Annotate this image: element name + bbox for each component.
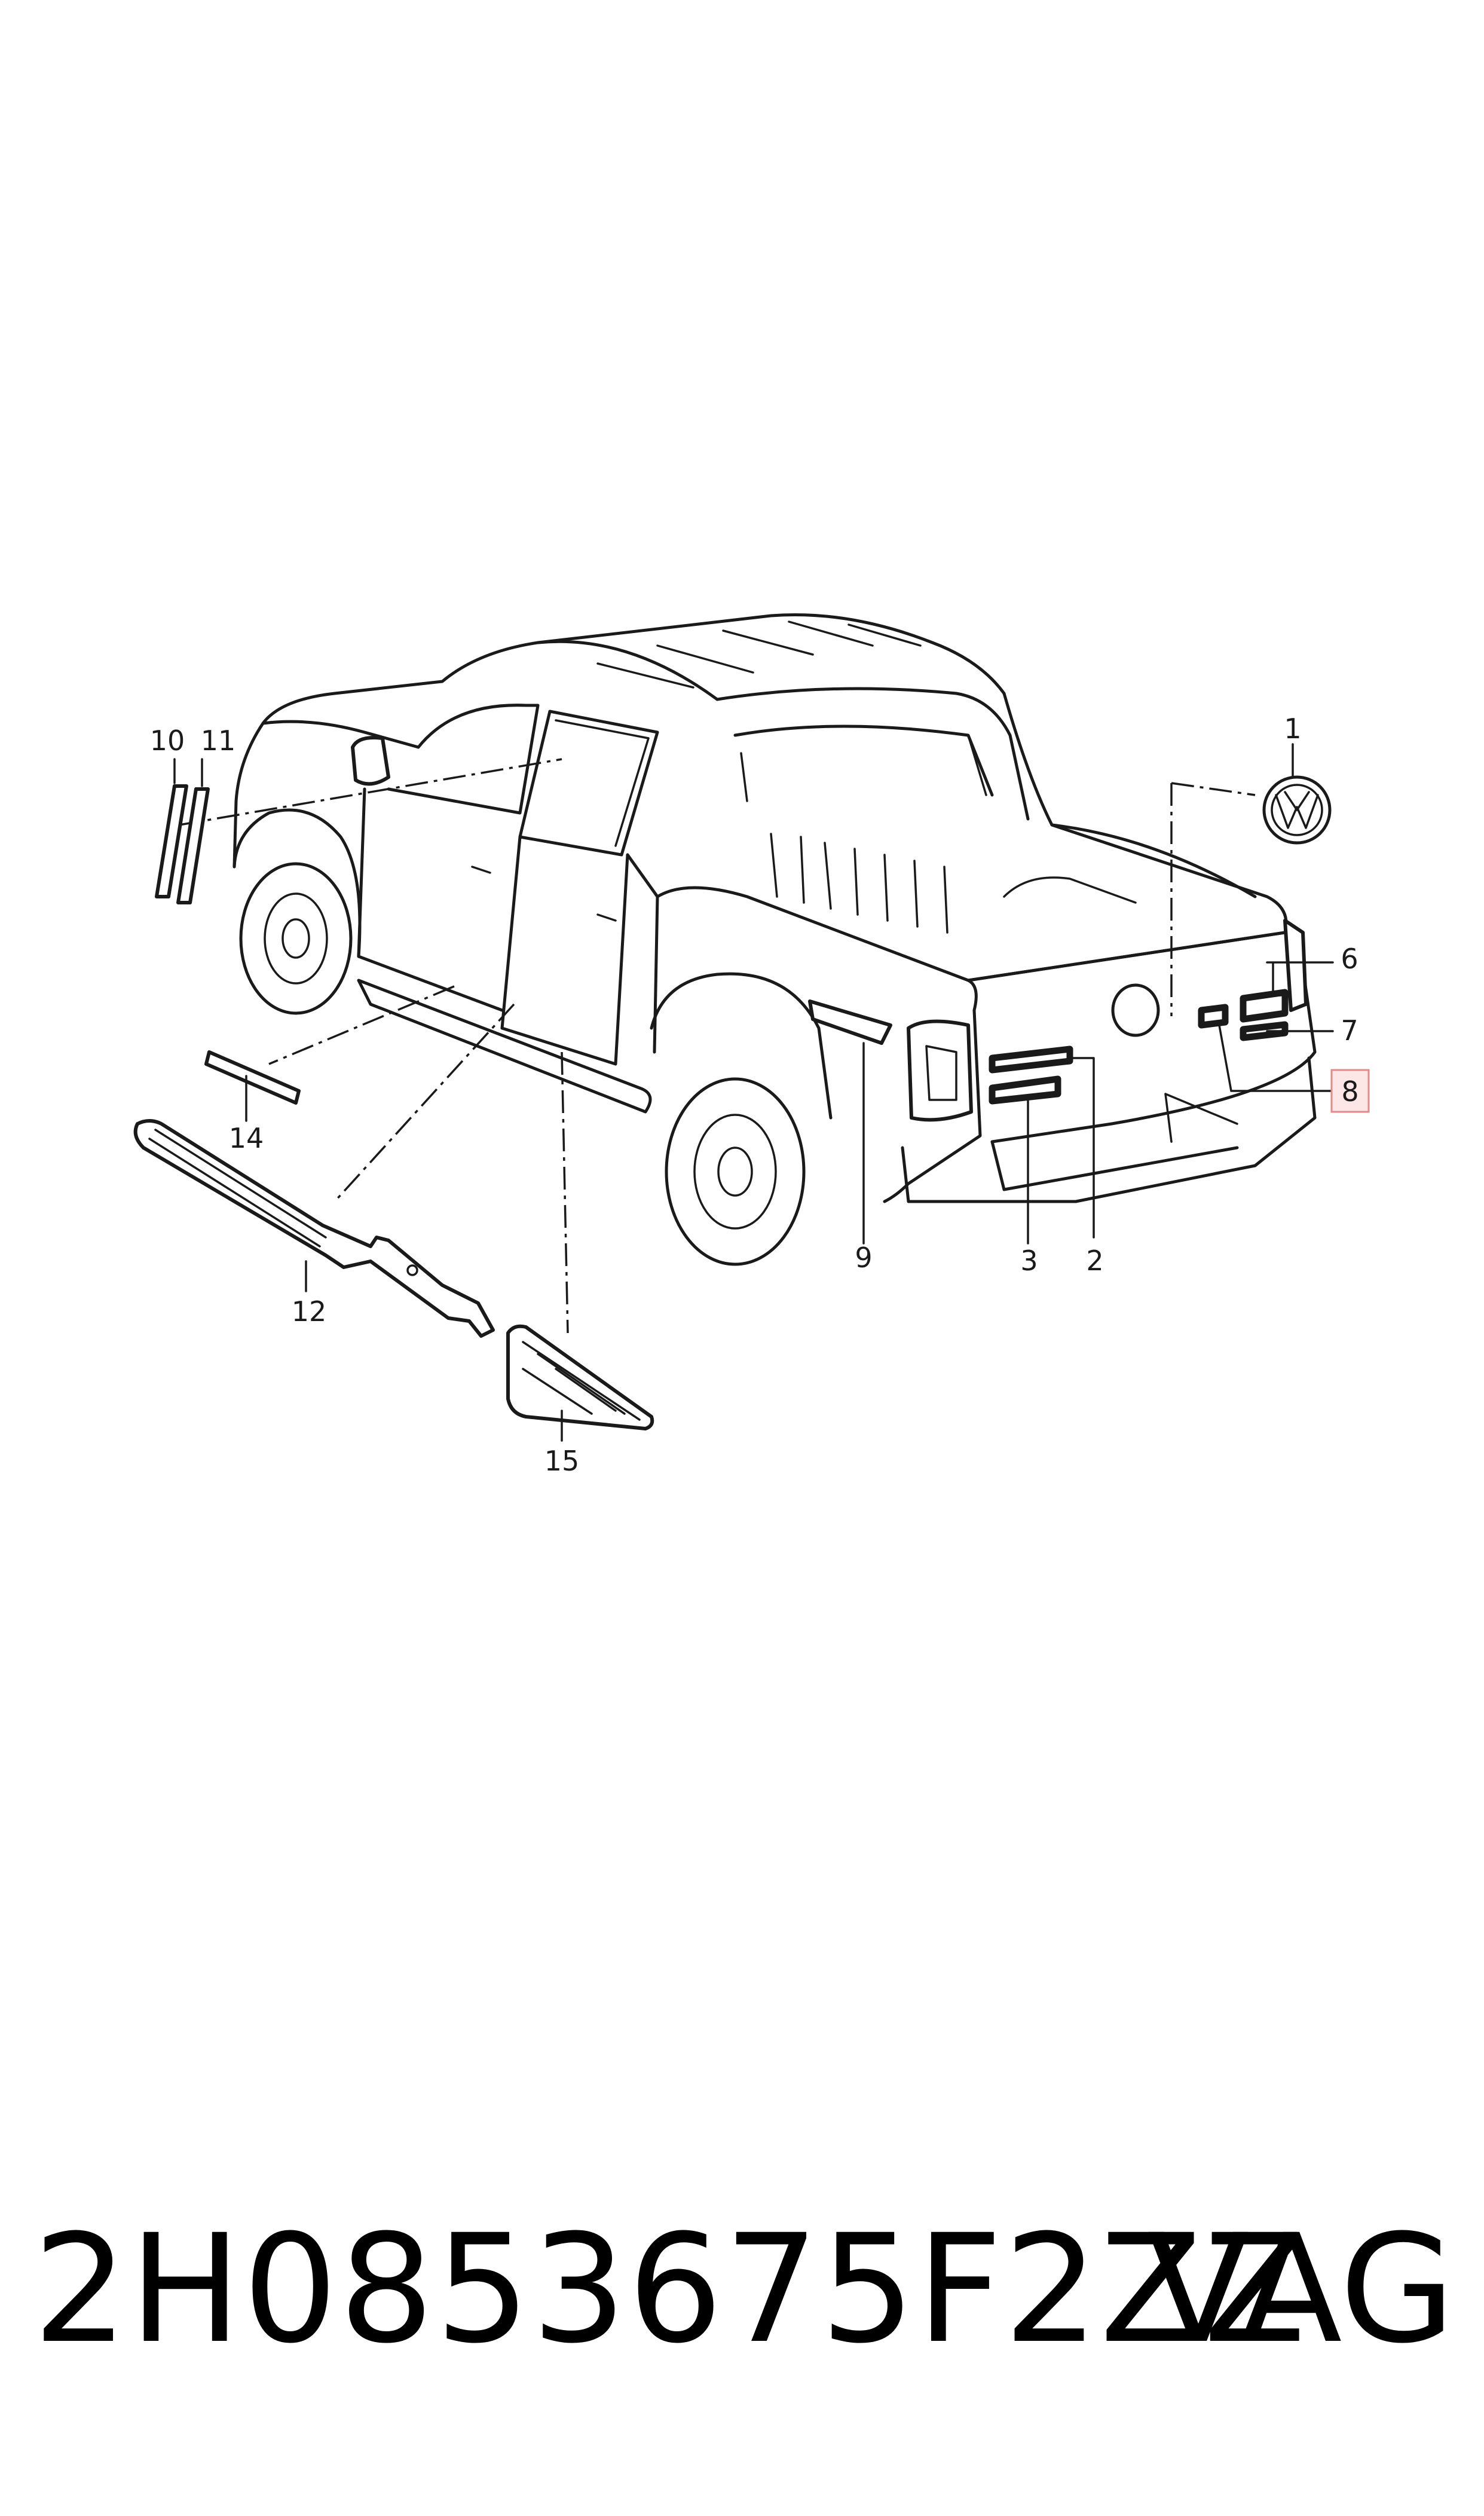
vw-emblem-part-1 xyxy=(1262,775,1332,845)
callout-10: 10 xyxy=(150,724,185,757)
side-badge-part-9 xyxy=(808,999,892,1045)
footer: 2H0853675F2ZZ VAG xyxy=(33,2212,1455,2367)
callout-9: 9 xyxy=(855,1242,872,1274)
tailgate-emblem-part-8 xyxy=(1198,1004,1229,1029)
callout-3: 3 xyxy=(1020,1245,1038,1277)
callout-7: 7 xyxy=(1341,1014,1358,1047)
pillar-trim-part-11 xyxy=(176,787,210,904)
callout-6: 6 xyxy=(1341,943,1358,975)
sill-plate-part-12 xyxy=(133,1119,495,1338)
step-plate-part-15 xyxy=(506,1324,654,1430)
callout-14: 14 xyxy=(229,1122,264,1154)
callout-8[interactable]: 8 xyxy=(1341,1075,1358,1108)
tailgate-emblem-part-6 xyxy=(1240,989,1289,1023)
tailgate-badge-part-3 xyxy=(989,1075,1061,1105)
callout-leaders xyxy=(173,743,1334,1442)
callout-11: 11 xyxy=(201,724,236,757)
pickup-truck-illustration xyxy=(179,613,1317,1334)
callout-12: 12 xyxy=(292,1295,327,1328)
brand-name: VAG xyxy=(1147,2202,1455,2376)
pillar-trim-part-10 xyxy=(155,784,188,898)
tailgate-badge-part-2 xyxy=(989,1045,1073,1074)
tailgate-strip-part-7 xyxy=(1240,1021,1289,1041)
callout-8-highlight xyxy=(1330,1069,1370,1113)
callout-2: 2 xyxy=(1086,1245,1103,1277)
callout-1: 1 xyxy=(1284,713,1301,745)
callout-15: 15 xyxy=(544,1445,580,1477)
part-number: 2H0853675F2ZZ xyxy=(33,2202,1307,2376)
trim-strip-part-14 xyxy=(204,1050,301,1105)
